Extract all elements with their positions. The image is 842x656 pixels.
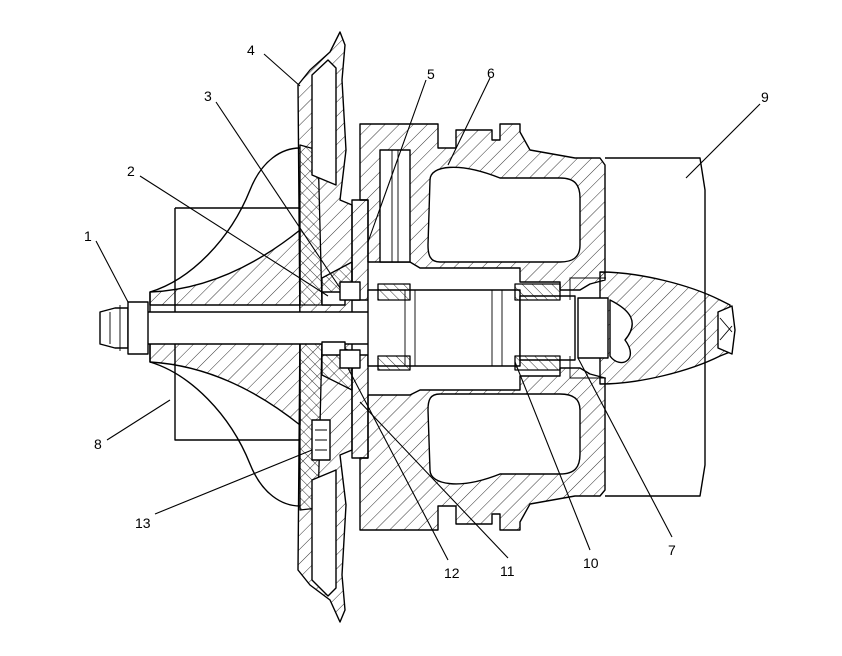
callout-3: 3 bbox=[204, 88, 212, 104]
leader-lines bbox=[95, 53, 761, 561]
leader-3 bbox=[215, 101, 341, 289]
leader-8 bbox=[106, 399, 171, 441]
callout-13: 13 bbox=[135, 515, 151, 531]
callout-9: 9 bbox=[761, 89, 769, 105]
leader-9 bbox=[685, 103, 761, 179]
callout-5: 5 bbox=[427, 66, 435, 82]
bearing-housing bbox=[359, 123, 606, 531]
bolt-detail bbox=[311, 419, 331, 461]
compressor-nut bbox=[99, 301, 149, 355]
turbine-shaft bbox=[127, 289, 576, 367]
leader-1 bbox=[95, 240, 129, 303]
leader-11 bbox=[359, 401, 509, 559]
callout-4: 4 bbox=[247, 42, 255, 58]
leader-5 bbox=[367, 79, 427, 243]
callout-11: 11 bbox=[500, 563, 515, 579]
callout-8: 8 bbox=[94, 436, 102, 452]
leader-12 bbox=[347, 367, 449, 561]
leader-2 bbox=[139, 175, 329, 297]
callout-7: 7 bbox=[668, 542, 676, 558]
leader-10 bbox=[514, 361, 591, 551]
turbine-wheel bbox=[569, 157, 736, 497]
callout-2: 2 bbox=[127, 163, 135, 179]
callout-labels: 1 2 3 4 5 6 7 8 9 10 11 12 13 bbox=[84, 42, 769, 581]
leader-4 bbox=[263, 53, 301, 87]
leader-7 bbox=[577, 357, 673, 538]
callout-10: 10 bbox=[583, 555, 599, 571]
callout-1: 1 bbox=[84, 228, 92, 244]
journal-bearings bbox=[377, 283, 561, 371]
leader-13 bbox=[154, 449, 313, 515]
callout-12: 12 bbox=[444, 565, 460, 581]
callout-6: 6 bbox=[487, 65, 495, 81]
leader-6 bbox=[447, 77, 491, 166]
